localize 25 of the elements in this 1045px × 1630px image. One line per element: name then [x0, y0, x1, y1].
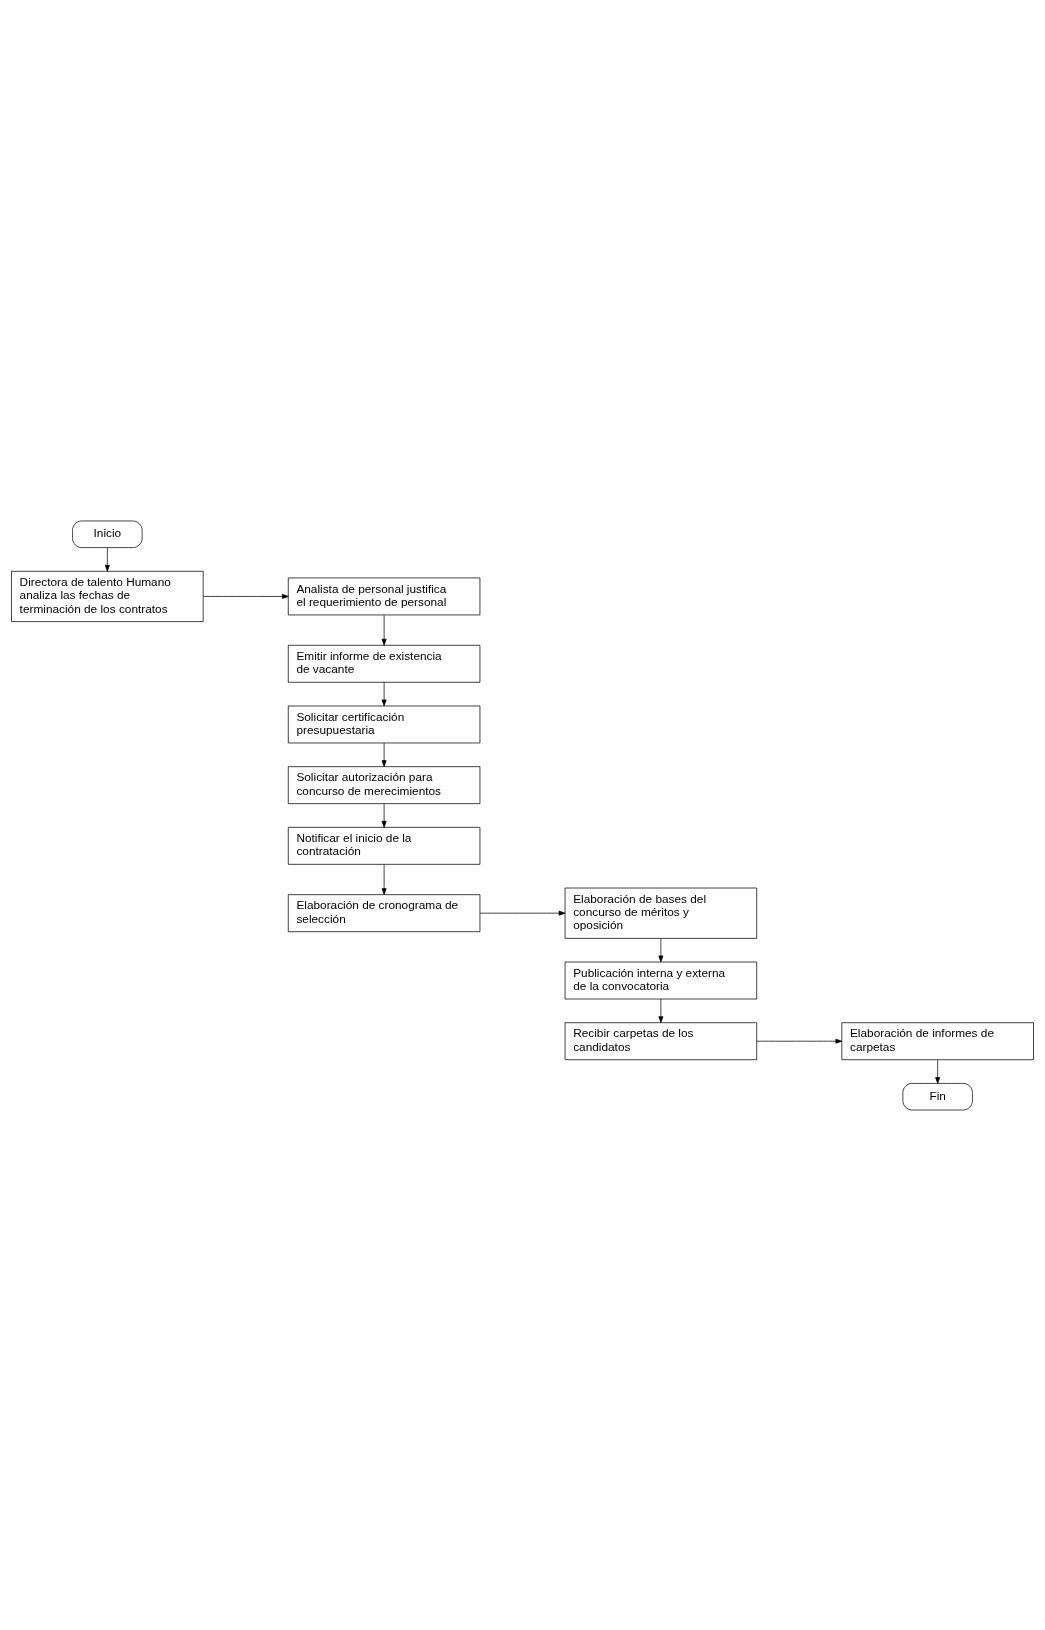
arrow: [381, 742, 387, 767]
node-box: Elaboración de bases del concurso de méritos y oposición: [564, 887, 758, 939]
arrow: [658, 937, 664, 962]
node-box: Publicación interna y externa de la convocatoria: [564, 961, 758, 999]
node-box: Notificar el inicio de la contratación: [287, 826, 481, 865]
arrow: [935, 1059, 941, 1084]
node-box: Inicio: [72, 520, 143, 548]
node-box: Recibir carpetas de los candidatos: [564, 1021, 758, 1060]
node-box: Elaboración de informes de carpetas: [841, 1021, 1034, 1060]
arrow: [479, 910, 566, 916]
arrow: [756, 1038, 843, 1044]
arrow: [203, 593, 289, 599]
arrow: [658, 998, 664, 1023]
node-box: Fin: [902, 1082, 973, 1110]
node-box: Elaboración de cronograma de selección: [287, 893, 481, 932]
node-box: Solicitar autorización para concurso de merecimientos: [287, 765, 481, 804]
arrow: [381, 802, 387, 828]
arrow: [381, 614, 387, 645]
arrow: [381, 681, 387, 706]
node-box: Directora de talento Humano analiza las fechas de terminación de los contratos: [11, 570, 204, 622]
arrow: [104, 546, 110, 572]
node-box: Emitir informe de existencia de vacante: [287, 644, 481, 683]
node-box: Solicitar certificación presupuestaria: [287, 705, 481, 743]
node-box: Analista de personal justifica el requerimiento de personal: [287, 577, 481, 615]
arrow: [381, 863, 387, 895]
